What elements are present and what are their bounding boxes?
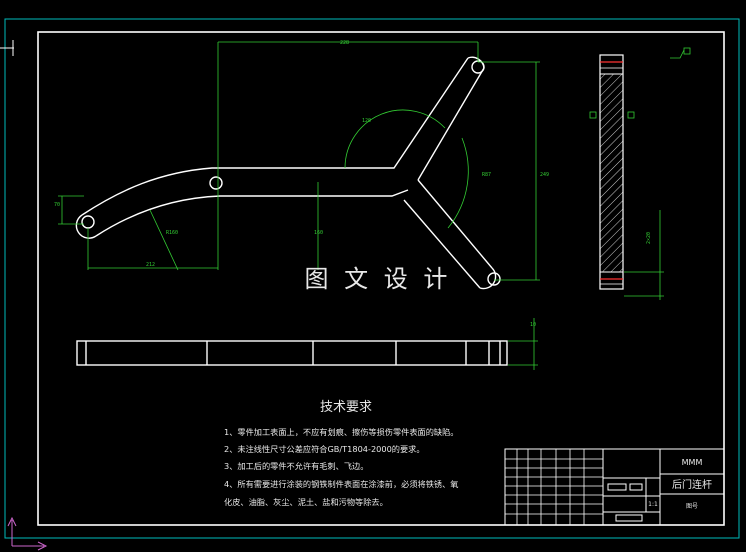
connecting-rod-front-view [75,56,501,290]
dim-angle: 120 [362,118,371,124]
dim-radius-left: R160 [166,230,178,236]
tech-req-item: 化皮、油脂、灰尘、泥土、盐和污物等除去。 [224,497,388,507]
dim-side-right: 2×20 [646,232,652,244]
title-block-part-name: 后门连杆 [672,478,712,491]
tech-req-item: 4、所有需要进行涂装的钢铁制件表面在涂漆前，必须将铁锈、氧 [224,479,458,489]
tech-req-item: 2、未注线性尺寸公差应符合GB/T1804-2000的要求。 [224,444,425,454]
dim-thickness: 10 [530,322,536,328]
connecting-rod-bottom-view [76,340,508,366]
title-block [504,448,725,526]
tech-requirements-title: 技术要求 [320,400,372,415]
tech-requirements-list: 1、零件加工表面上，不应有划痕、擦伤等损伤零件表面的缺陷。 2、未注线性尺寸公差… [224,427,458,507]
outer-sheet-border [4,18,740,539]
dim-top-width: 228 [340,40,349,46]
side-section-view [599,54,624,290]
dim-radius-right: R87 [482,172,491,178]
dimension-lines [58,41,540,281]
dim-right-height: 249 [540,172,549,178]
title-block-sheet-mark: 图号 [686,503,698,510]
dim-left-height: 70 [54,202,60,208]
title-block-material: MMM [682,458,703,467]
side-view-dimension [589,47,691,300]
inner-drawing-border [37,31,725,526]
watermark-text: 图 文 设 计 [305,265,452,293]
dim-center-vertical: 160 [314,230,323,236]
tech-req-item: 3、加工后的零件不允许有毛刺、飞边。 [224,461,368,471]
title-block-scale: 1:1 [648,501,658,508]
bottom-view-dimension [508,318,538,370]
dim-bottom-left: 212 [146,262,155,268]
ucs-axis-icon [7,516,48,551]
tech-req-item: 1、零件加工表面上，不应有划痕、擦伤等损伤零件表面的缺陷。 [224,427,458,437]
